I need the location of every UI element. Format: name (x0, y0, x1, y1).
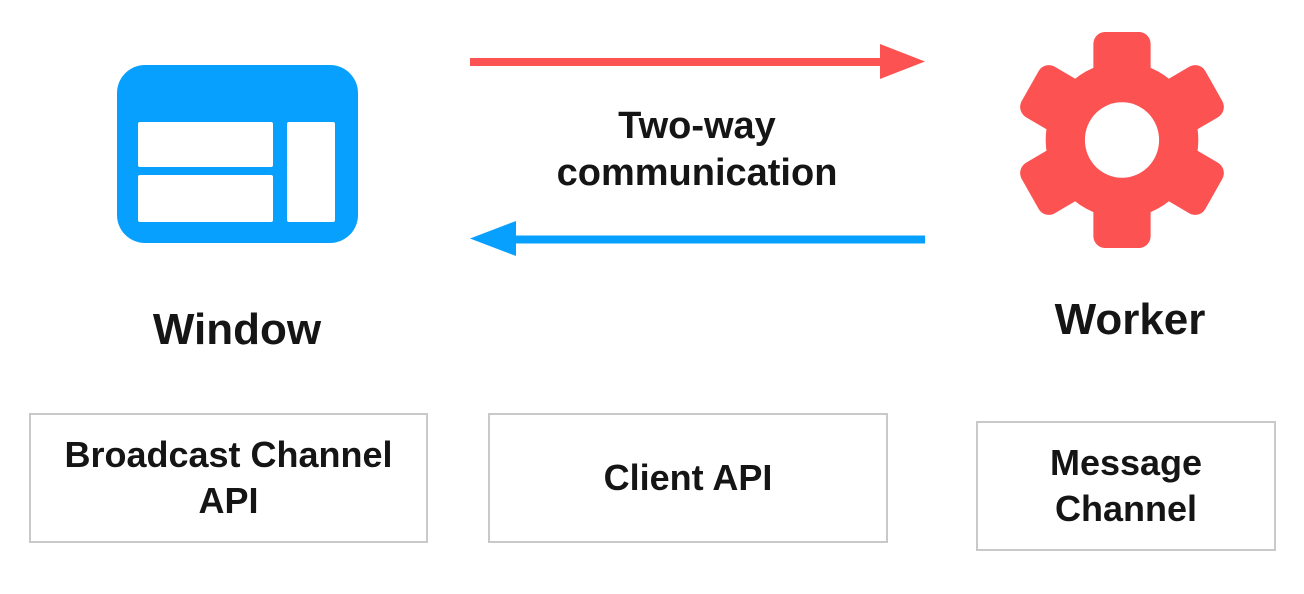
message-channel-box: Message Channel (976, 421, 1276, 551)
gear-icon (1020, 32, 1224, 248)
client-api-box: Client API (488, 413, 888, 543)
broadcast-channel-api-label: Broadcast Channel API (64, 434, 393, 521)
worker-label: Worker (1054, 295, 1206, 344)
two-way-communication-label: Two-way communication (556, 105, 838, 194)
window-label: Window (152, 305, 322, 354)
browser-window-icon (117, 65, 358, 243)
client-api-label: Client API (603, 457, 773, 498)
broadcast-channel-api-box: Broadcast Channel API (29, 413, 428, 543)
message-channel-label: Message Channel (1049, 442, 1203, 529)
arrow-window-to-worker (470, 44, 925, 79)
arrow-worker-to-window (470, 221, 925, 256)
